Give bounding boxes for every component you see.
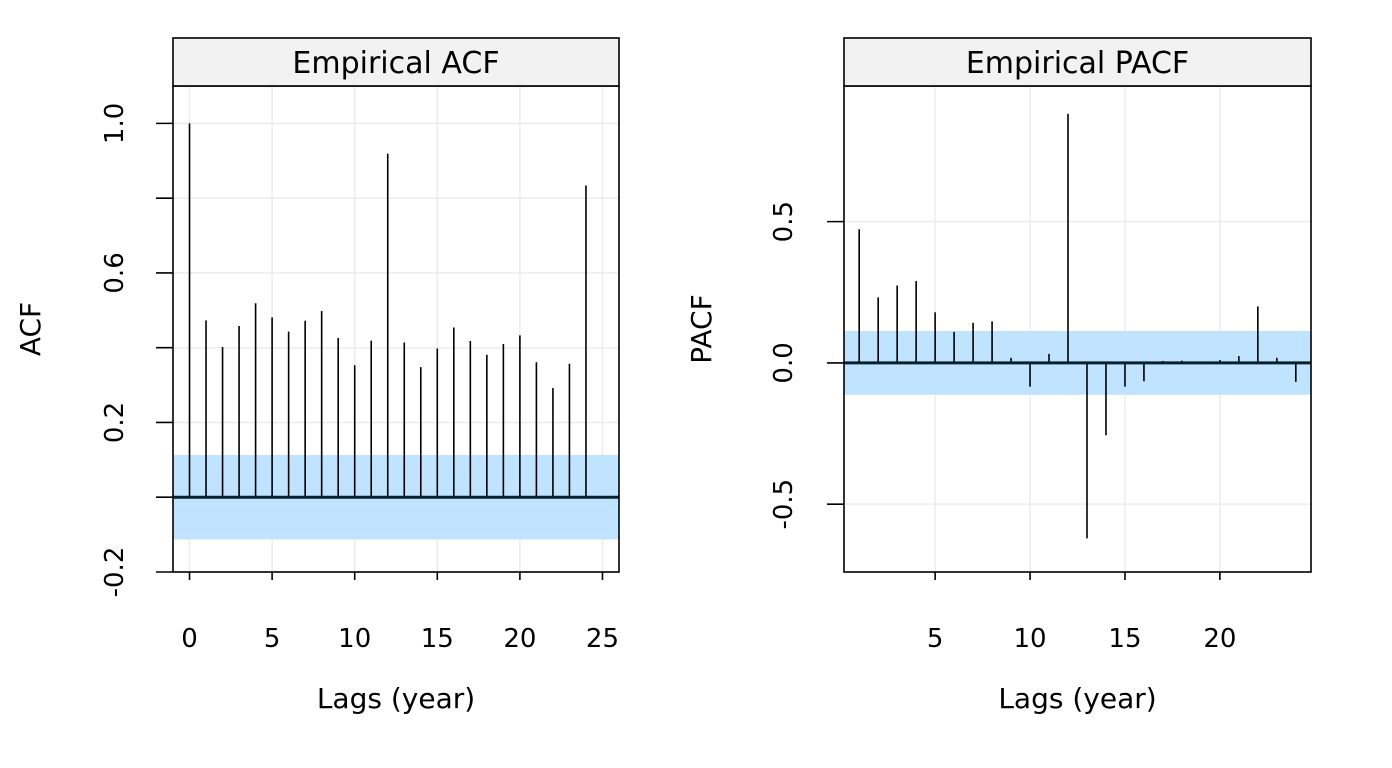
pacf-y-tick-label: -0.5 [769,479,799,530]
pacf-panel-frame [843,85,1312,573]
acf-panel: Empirical ACF 0 5 10 15 20 25 -0.2 0.2 0.6 1.0Lags… [14,37,620,715]
acf-x-tick-label: 5 [264,624,281,654]
pacf-y-tick-label: 0.5 [769,201,799,242]
pacf-y-axis-title: PACF [685,294,718,363]
acf-x-tick-label: 25 [586,624,619,654]
acf-x-tick-label: 10 [338,624,371,654]
acf-y-axis-title: ACF [14,302,47,356]
acf-x-tick-label: 15 [421,624,454,654]
pacf-x-tick-label: 10 [1013,624,1046,654]
acf-x-axis-title: Lags (year) [317,682,475,715]
acf-y-tick-label: -0.2 [100,547,130,598]
pacf-strip-title: Empirical PACF [966,46,1189,81]
acf-y-tick-label: 0.6 [100,252,130,293]
acf-x-tick-label: 0 [181,624,198,654]
acf-strip [172,37,620,87]
pacf-x-tick-label: 15 [1108,624,1141,654]
acf-strip-title: Empirical ACF [292,46,499,81]
pacf-x-axis-title: Lags (year) [998,682,1156,715]
acf-y-tick-label: 0.2 [100,402,130,443]
pacf-y-tick-label: 0.0 [769,342,799,383]
acf-x-tick-label: 20 [503,624,536,654]
acf-y-tick-label: 1.0 [100,103,130,144]
pacf-strip [843,37,1312,87]
pacf-x-tick-label: 5 [927,624,944,654]
pacf-x-tick-label: 20 [1203,624,1236,654]
